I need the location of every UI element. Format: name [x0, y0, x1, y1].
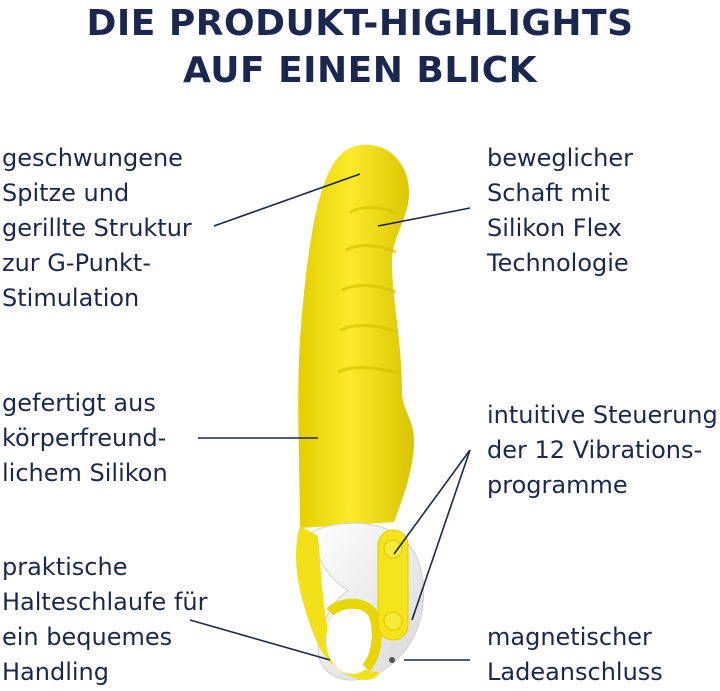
highlight-tip-line: zur G-Punkt-: [2, 249, 152, 277]
control-button-top: [383, 539, 403, 559]
title-line-2: AUF EINEN BLICK: [182, 50, 538, 91]
highlight-shaft-line: beweglicher: [487, 144, 634, 172]
highlight-charging: magnetischer Ladeanschluss: [487, 620, 663, 690]
highlight-controls: intuitive Steuerung der 12 Vibrations- p…: [487, 398, 718, 503]
highlight-controls-line: intuitive Steuerung: [487, 401, 718, 429]
highlight-shaft-line: Schaft mit: [487, 179, 610, 207]
highlight-charging-line: magnetischer: [487, 623, 652, 651]
highlight-handle-line: Halteschlaufe für: [2, 588, 208, 616]
highlight-handle: praktische Halteschlaufe für ein bequeme…: [2, 550, 207, 690]
page-title: DIE PRODUKT-HIGHLIGHTS AUF EINEN BLICK: [0, 0, 720, 94]
title-line-1: DIE PRODUKT-HIGHLIGHTS: [86, 3, 634, 44]
highlight-material-line: körperfreund-: [2, 424, 167, 452]
highlight-tip-line: Spitze und: [2, 179, 130, 207]
control-panel: [377, 529, 409, 641]
highlight-tip-line: Stimulation: [2, 284, 140, 312]
product-ridges: [337, 206, 401, 376]
callout-line-controls-1: [393, 449, 471, 555]
highlight-tip: geschwungene Spitze und gerillte Struktu…: [2, 141, 192, 316]
callout-line-handle: [189, 619, 331, 661]
highlight-controls-line: programme: [487, 471, 628, 499]
callout-line-controls-2: [411, 449, 471, 621]
highlight-handle-line: Handling: [2, 658, 109, 686]
product-loop: [295, 526, 380, 680]
highlight-shaft: beweglicher Schaft mit Silikon Flex Tech…: [487, 141, 633, 281]
highlight-handle-line: praktische: [2, 553, 128, 581]
highlight-tip-line: gerillte Struktur: [2, 214, 192, 242]
highlight-shaft-line: Silikon Flex: [487, 214, 622, 242]
highlight-handle-line: ein bequemes: [2, 623, 173, 651]
product-shaft: [298, 144, 414, 528]
highlight-charging-line: Ladeanschluss: [487, 658, 663, 686]
callout-line-shaft: [377, 207, 471, 227]
highlight-tip-line: geschwungene: [2, 144, 183, 172]
highlight-shaft-line: Technologie: [487, 249, 629, 277]
highlight-material-line: gefertigt aus: [2, 389, 156, 417]
control-button-bottom: [383, 611, 403, 631]
highlight-material-line: lichem Silikon: [2, 459, 168, 487]
highlight-controls-line: der 12 Vibrations-: [487, 436, 703, 464]
highlight-material: gefertigt aus körperfreund- lichem Silik…: [2, 386, 168, 491]
callout-line-tip: [213, 173, 361, 227]
charging-port: [389, 657, 395, 663]
